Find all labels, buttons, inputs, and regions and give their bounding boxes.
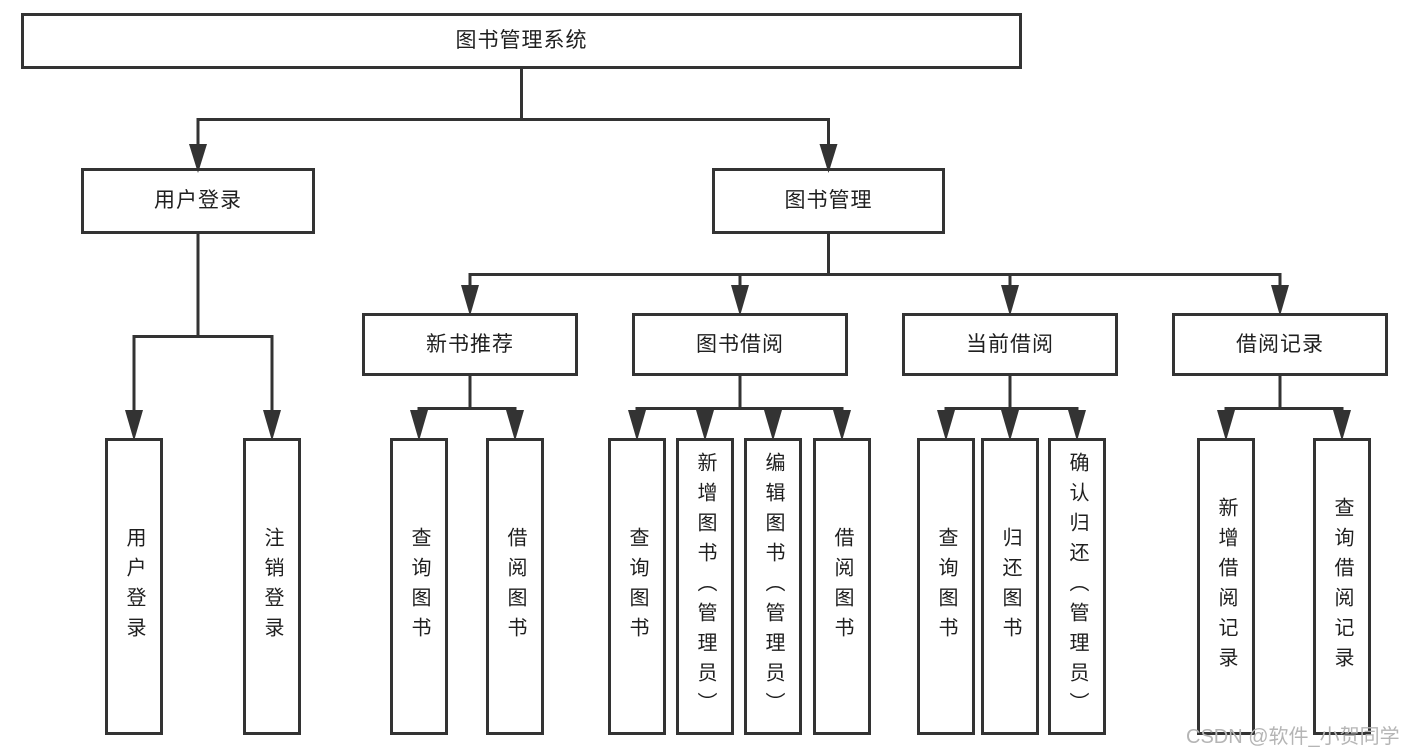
node-borrowing-records: 借阅记录 bbox=[1172, 313, 1388, 376]
leaf-logout: 注销登录 bbox=[243, 438, 301, 735]
leaf-confirm-return-admin: 确认归还（管理员） bbox=[1048, 438, 1106, 735]
node-book-borrowing: 图书借阅 bbox=[632, 313, 848, 376]
node-book-management: 图书管理 bbox=[712, 168, 945, 234]
leaf-borrow-books-recommend: 借阅图书 bbox=[486, 438, 544, 735]
leaf-edit-books-admin: 编辑图书（管理员） bbox=[744, 438, 802, 735]
leaf-return-books: 归还图书 bbox=[981, 438, 1039, 735]
node-library-management-system: 图书管理系统 bbox=[21, 13, 1022, 69]
leaf-add-books-admin: 新增图书（管理员） bbox=[676, 438, 734, 735]
node-user-login: 用户登录 bbox=[81, 168, 315, 234]
csdn-watermark: CSDN @软件_小贺同学 bbox=[1186, 726, 1400, 748]
leaf-add-borrow-record: 新增借阅记录 bbox=[1197, 438, 1255, 735]
leaf-query-borrow-record: 查询借阅记录 bbox=[1313, 438, 1371, 735]
leaf-borrow-books-borrowing: 借阅图书 bbox=[813, 438, 871, 735]
leaf-query-books-recommend: 查询图书 bbox=[390, 438, 448, 735]
node-new-book-recommendation: 新书推荐 bbox=[362, 313, 578, 376]
leaf-query-books-borrowing: 查询图书 bbox=[608, 438, 666, 735]
leaf-user-login: 用户登录 bbox=[105, 438, 163, 735]
node-current-borrowing: 当前借阅 bbox=[902, 313, 1118, 376]
leaf-query-books-current: 查询图书 bbox=[917, 438, 975, 735]
